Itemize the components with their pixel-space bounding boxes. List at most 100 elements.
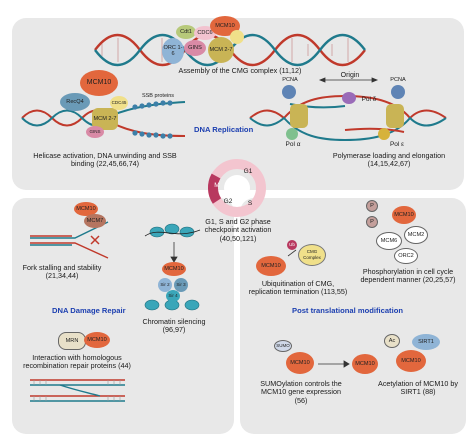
cdc45-helicase-label: CDC45 (111, 100, 127, 105)
ub-tag-label: Ub (289, 242, 295, 247)
cdc45-helicase-protein: CDC45 (110, 96, 128, 110)
orc-label: ORC 1-6 (163, 45, 183, 57)
mcm27-top-label: MCM 2-7 (209, 47, 233, 53)
nucleosome-bottom (144, 299, 200, 311)
mcm10-sumo-label: MCM10 (290, 360, 310, 366)
gins-helicase-protein: GINS (86, 126, 104, 138)
mrn-label: MRN (65, 338, 79, 344)
p-tag-2: P (366, 216, 378, 228)
mcm27-pol-left (290, 104, 308, 128)
pcna-right-ring (391, 85, 405, 99)
s-label: S (247, 200, 253, 207)
mcm2-protein: MCM2 (404, 226, 428, 244)
pcna-right-label: PCNA (390, 77, 406, 83)
pol-delta-label: Pol δ (361, 96, 377, 103)
fork-caption: Fork stalling and stability (21,34,44) (22, 263, 102, 281)
mcm10-sumo-protein: MCM10 (286, 352, 314, 374)
mcm7-protein: MCM7 (84, 214, 106, 228)
ssb-beads (132, 100, 173, 139)
polymerase-caption: Polymerase loading and elongation (14,15… (332, 151, 446, 169)
mcm27-pol-right (386, 104, 404, 128)
orc2-label: ORC2 (398, 253, 414, 259)
mcm10-acetyl-label: MCM10 (401, 358, 421, 364)
origin-label: Origin (340, 72, 360, 79)
ac-tag-label: Ac (388, 338, 396, 344)
mcm10-sumo-target-label: MCM10 (355, 361, 375, 367)
cdt1-protein: Cdt1 (176, 25, 196, 39)
mcm10-hr-protein: MCM10 (84, 332, 110, 348)
hr-caption: Interaction with homologous recombinatio… (23, 353, 131, 371)
ptm-heading: Post translational modification (292, 306, 403, 315)
g1-label: G1 (243, 168, 253, 175)
p-tag-2-label: P (370, 219, 374, 225)
ptm-arrows (287, 249, 350, 368)
pcna-left-label: PCNA (282, 77, 298, 83)
sumo-caption: SUMOylation controls the MCM10 gene expr… (260, 379, 342, 405)
cmg-caption: Assembly of the CMG complex (11,12) (178, 66, 302, 75)
sirt1-label: SIRT1 (418, 339, 434, 345)
mcm6-label: MCM6 (380, 238, 398, 244)
mcm10-chromatin-protein: MCM10 (162, 262, 186, 276)
gins-protein: GINS (184, 40, 206, 56)
mcm10-sumo-target: MCM10 (352, 354, 378, 374)
gins-label: GINS (188, 45, 202, 51)
mcm10-fork-label: MCM10 (76, 206, 96, 212)
cdc45-top-protein (230, 30, 244, 44)
cmg-complex: CMG Complex (298, 244, 326, 266)
sir4-label: Sir 4 (168, 293, 178, 298)
orc-protein: ORC 1-6 (162, 38, 184, 64)
p-tag-1-label: P (370, 203, 374, 209)
repair-heading: DNA Damage Repair (52, 306, 126, 315)
ssb-label: SSB proteins (141, 93, 175, 99)
chromatin-caption: Chromatin silencing (96,97) (142, 317, 206, 335)
pol-epsilon-label: Pol ε (389, 141, 405, 148)
chromatin-arrow (170, 242, 178, 263)
sir3-protein: Sir 3 (174, 278, 188, 292)
pol-delta-protein (342, 92, 356, 104)
stall-cross (90, 235, 100, 245)
mcm10-phospho-protein: MCM10 (392, 206, 416, 224)
gins-helicase-label: GINS (89, 129, 101, 134)
mcm10-helicase-protein: MCM10 (80, 70, 118, 96)
cycle-caption: G1, S and G2 phase checkpoint activation… (204, 217, 272, 243)
ptm-panel (240, 198, 466, 434)
mcm27-top-protein: MCM 2-7 (208, 37, 234, 63)
mcm10-acetyl-protein: MCM10 (396, 350, 426, 372)
mcm27-helicase-label: MCM 2-7 (93, 116, 117, 122)
ub-tag: Ub (287, 240, 297, 250)
mcm10-ub-protein: MCM10 (256, 256, 286, 276)
g2-label: G2 (223, 198, 233, 205)
nucleosome-top (149, 223, 195, 238)
mcm10-chromatin-label: MCM10 (164, 266, 184, 272)
recq4-protein: RecQ4 (60, 93, 90, 111)
sir4-protein: Sir 4 (166, 290, 180, 302)
mcm7-label: MCM7 (86, 218, 104, 224)
mcm10-helicase-label: MCM10 (86, 79, 112, 86)
mcm6-protein: MCM6 (376, 232, 402, 250)
acetyl-caption: Acetylation of MCM10 by SIRT1 (88) (378, 379, 458, 397)
helicase-caption: Helicase activation, DNA unwinding and S… (33, 151, 177, 169)
sir3-label: Sir 3 (176, 282, 186, 287)
mcm10-top-label: MCM10 (215, 23, 235, 29)
sumo-tag: SUMO (274, 340, 292, 352)
p-tag-1: P (366, 200, 378, 212)
recq4-label: RecQ4 (66, 99, 84, 105)
origin-arrow (318, 77, 379, 83)
mcm10-fork-protein: MCM10 (74, 202, 98, 216)
sumo-tag-label: SUMO (276, 343, 290, 348)
hr-dna (30, 379, 125, 402)
hr-dna-rungs (33, 380, 121, 401)
pol-epsilon-protein (378, 128, 390, 140)
pol-alpha-label: Pol α (285, 141, 301, 148)
m-label: M (214, 182, 220, 189)
sir2-label: Sir 2 (160, 282, 170, 287)
ub-caption: Ubiquitination of CMG, replication termi… (248, 279, 348, 297)
orc2-protein: ORC2 (394, 248, 418, 264)
cell-cycle-wheel (207, 159, 266, 217)
cmg-complex-label: CMG Complex (303, 249, 321, 260)
pcna-left-ring (282, 85, 296, 99)
mrn-protein: MRN (58, 332, 86, 350)
ac-tag: Ac (384, 334, 400, 348)
mcm10-ub-label: MCM10 (261, 263, 281, 269)
